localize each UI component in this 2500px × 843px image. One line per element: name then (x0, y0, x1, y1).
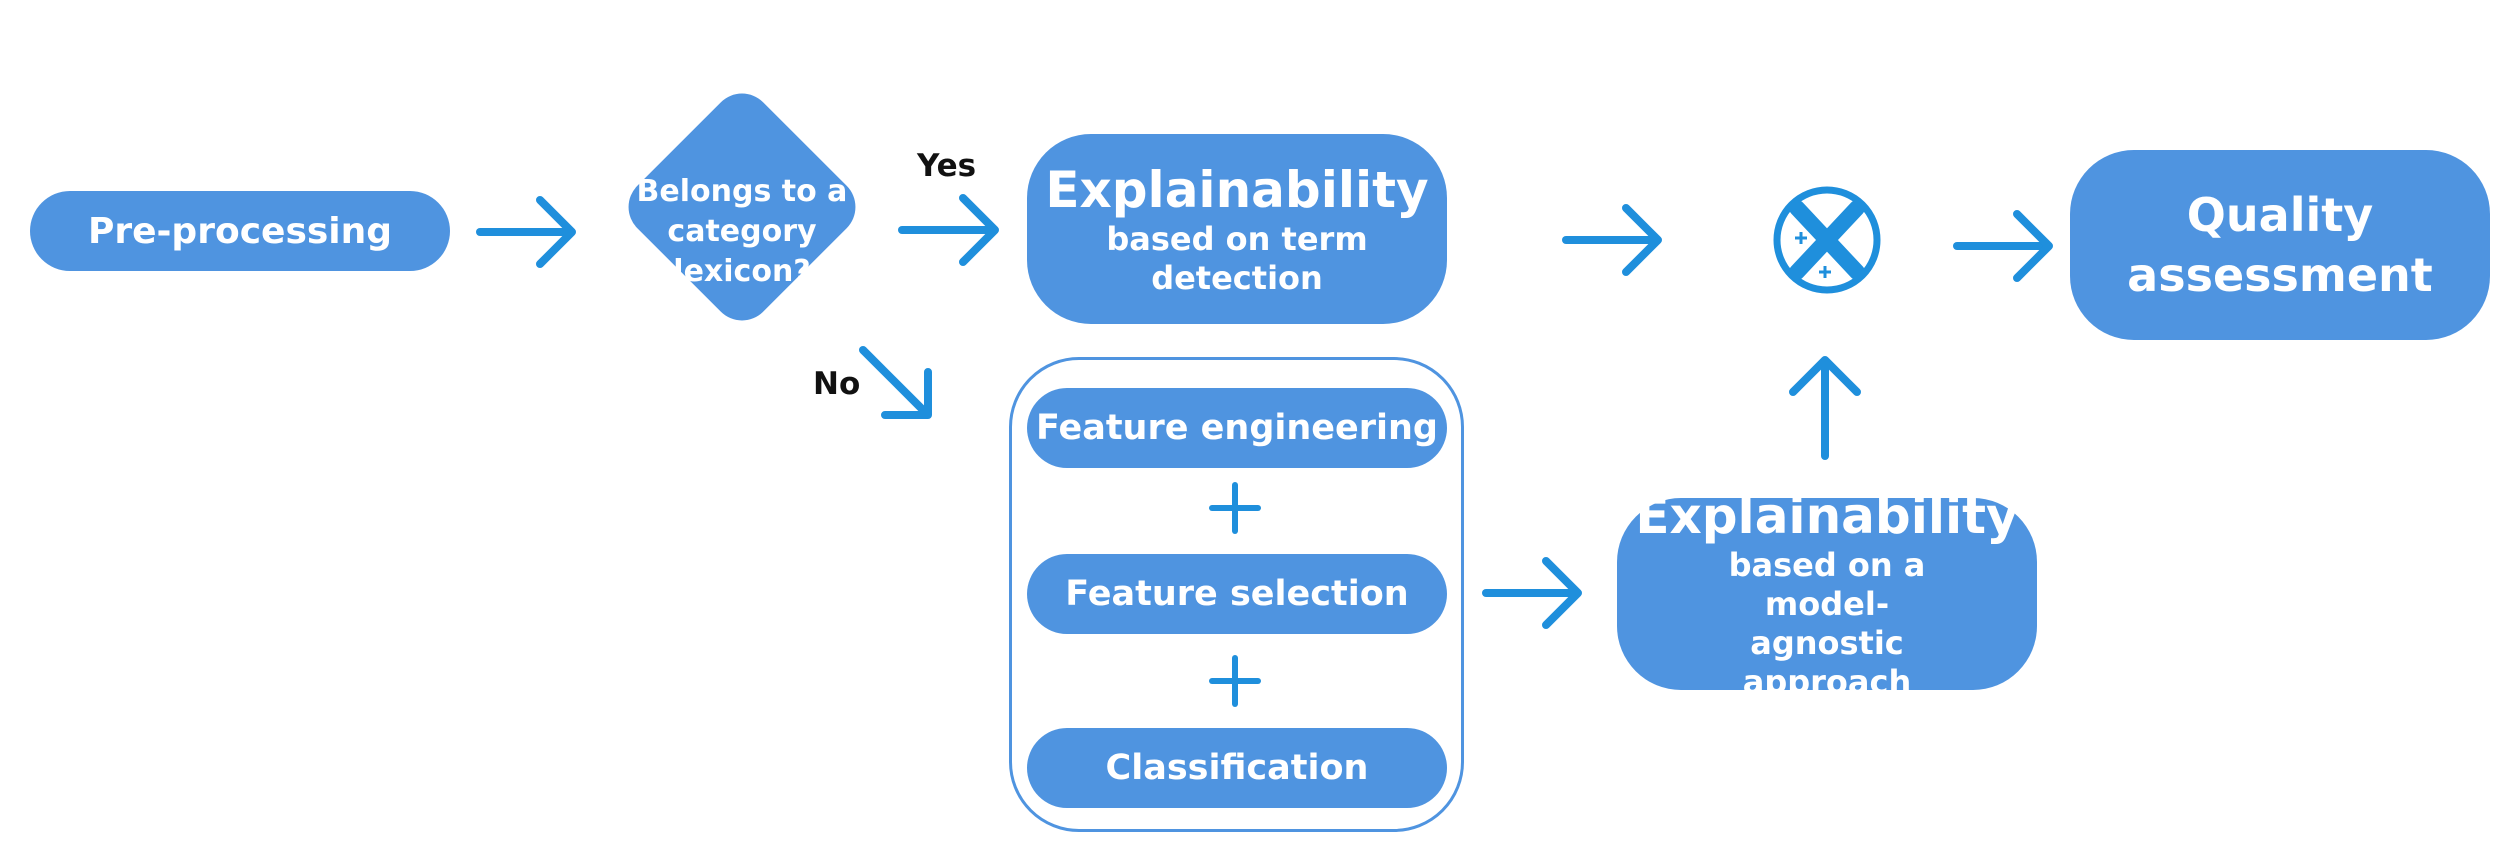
quality-assessment-node: Quality assessment (2070, 150, 2490, 340)
preprocessing-node: Pre-processing (30, 191, 450, 271)
explainability-term-title: Explainability (1045, 161, 1429, 219)
feature-engineering-node: Feature engineering (1027, 388, 1447, 468)
explainability-term-node: Explainability based on term detection (1027, 134, 1447, 324)
quality-assessment-line1: Quality (2186, 188, 2374, 242)
arrow-yes (898, 194, 999, 266)
explainability-agnostic-title: Explainability (1635, 487, 2019, 545)
explainability-agnostic-node: Explainability based on a model-agnostic… (1617, 487, 2037, 701)
decision-label: Belongs to a category lexicon? (636, 174, 848, 289)
explainability-agnostic-subtitle: based on a model-agnostic approach (1728, 546, 1926, 701)
yes-label: Yes (917, 148, 977, 184)
no-label: No (813, 366, 861, 402)
classification-label: Classification (1105, 748, 1369, 788)
plus-icon (1209, 655, 1261, 707)
arrow-preprocessing-to-decision (476, 196, 576, 268)
arrow-no (859, 346, 932, 419)
arrow-combine-to-quality (1953, 210, 2053, 282)
explainability-term-subtitle: based on term detection (1106, 220, 1368, 297)
plus-icon (1209, 482, 1261, 534)
feature-engineering-label: Feature engineering (1035, 408, 1438, 448)
classification-node: Classification (1027, 728, 1447, 808)
feature-selection-label: Feature selection (1065, 574, 1409, 614)
arrow-pipeline-to-agnostic (1482, 557, 1582, 629)
circle-x-with-plus-signs-icon (1773, 186, 1881, 294)
arrow-term-to-combine (1562, 204, 1662, 276)
decision-diamond (628, 93, 856, 321)
quality-assessment-line2: assessment (2127, 248, 2433, 302)
arrow-agnostic-to-combine (1789, 356, 1861, 460)
preprocessing-label: Pre-processing (87, 210, 393, 252)
feature-selection-node: Feature selection (1027, 554, 1447, 634)
model-pipeline-group (1009, 357, 1464, 832)
